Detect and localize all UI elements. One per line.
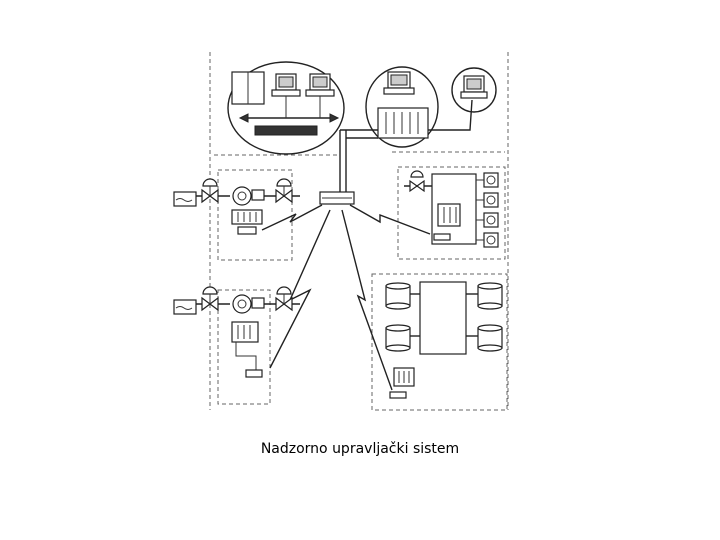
valve-icon [409, 179, 419, 193]
rtu-icon [231, 209, 263, 225]
process-area-4 [385, 281, 503, 399]
process-area-1-frame [217, 169, 293, 261]
pump-icon [232, 186, 252, 206]
process-area-1 [173, 178, 300, 235]
network-bar-icon [254, 125, 318, 136]
radio-terminal-icon [389, 391, 407, 399]
process-area-4-frame [371, 273, 508, 411]
storage-tank-icon [385, 324, 411, 352]
meter-icon [483, 212, 499, 228]
arrow-left-icon [238, 113, 249, 123]
reactor-block-icon [419, 281, 467, 355]
radio-link-4 [341, 209, 393, 391]
valve-icon [201, 188, 211, 204]
control-room-ellipse [227, 61, 345, 155]
radio-terminal-icon [433, 233, 451, 241]
storage-tank-icon [477, 324, 503, 352]
process-area-2-frame [217, 289, 271, 405]
control-room-group [227, 61, 345, 155]
radio-links [261, 204, 431, 391]
remote-station-ellipse [451, 67, 497, 113]
valve-icon [201, 296, 211, 312]
storage-tank-icon [477, 282, 503, 310]
valve-icon [275, 296, 285, 312]
valve-actuator-icon [276, 178, 292, 187]
arrow-right-icon [329, 113, 340, 123]
figure-caption: Nadzorno upravljački sistem [260, 441, 460, 457]
valve-actuator-icon [276, 286, 292, 295]
radio-terminal-icon [237, 226, 257, 235]
storage-tank-icon [385, 282, 411, 310]
remote-station-group [451, 67, 497, 113]
tank-icon [173, 191, 197, 207]
plc-room-ellipse [365, 66, 439, 148]
rtu-icon [231, 321, 259, 343]
meter-icon [483, 172, 499, 188]
process-area-3 [404, 170, 499, 248]
process-area-3-frame [397, 166, 506, 260]
valve-icon [275, 188, 285, 204]
valve-actuator-icon [202, 286, 218, 295]
plc-room-group [365, 66, 439, 148]
tank-icon [173, 299, 197, 315]
radio-link-3 [269, 209, 331, 369]
rtu-icon [437, 203, 461, 227]
meter-icon [483, 232, 499, 248]
communication-lines [319, 99, 473, 205]
process-area-2 [173, 286, 300, 378]
pump-icon [232, 294, 252, 314]
dashed-frames [209, 52, 509, 411]
radio-link-2 [349, 204, 431, 235]
radio-link-1 [261, 204, 323, 231]
valve-actuator-icon [202, 178, 218, 187]
meter-icon [483, 192, 499, 208]
radio-terminal-icon [245, 369, 263, 378]
